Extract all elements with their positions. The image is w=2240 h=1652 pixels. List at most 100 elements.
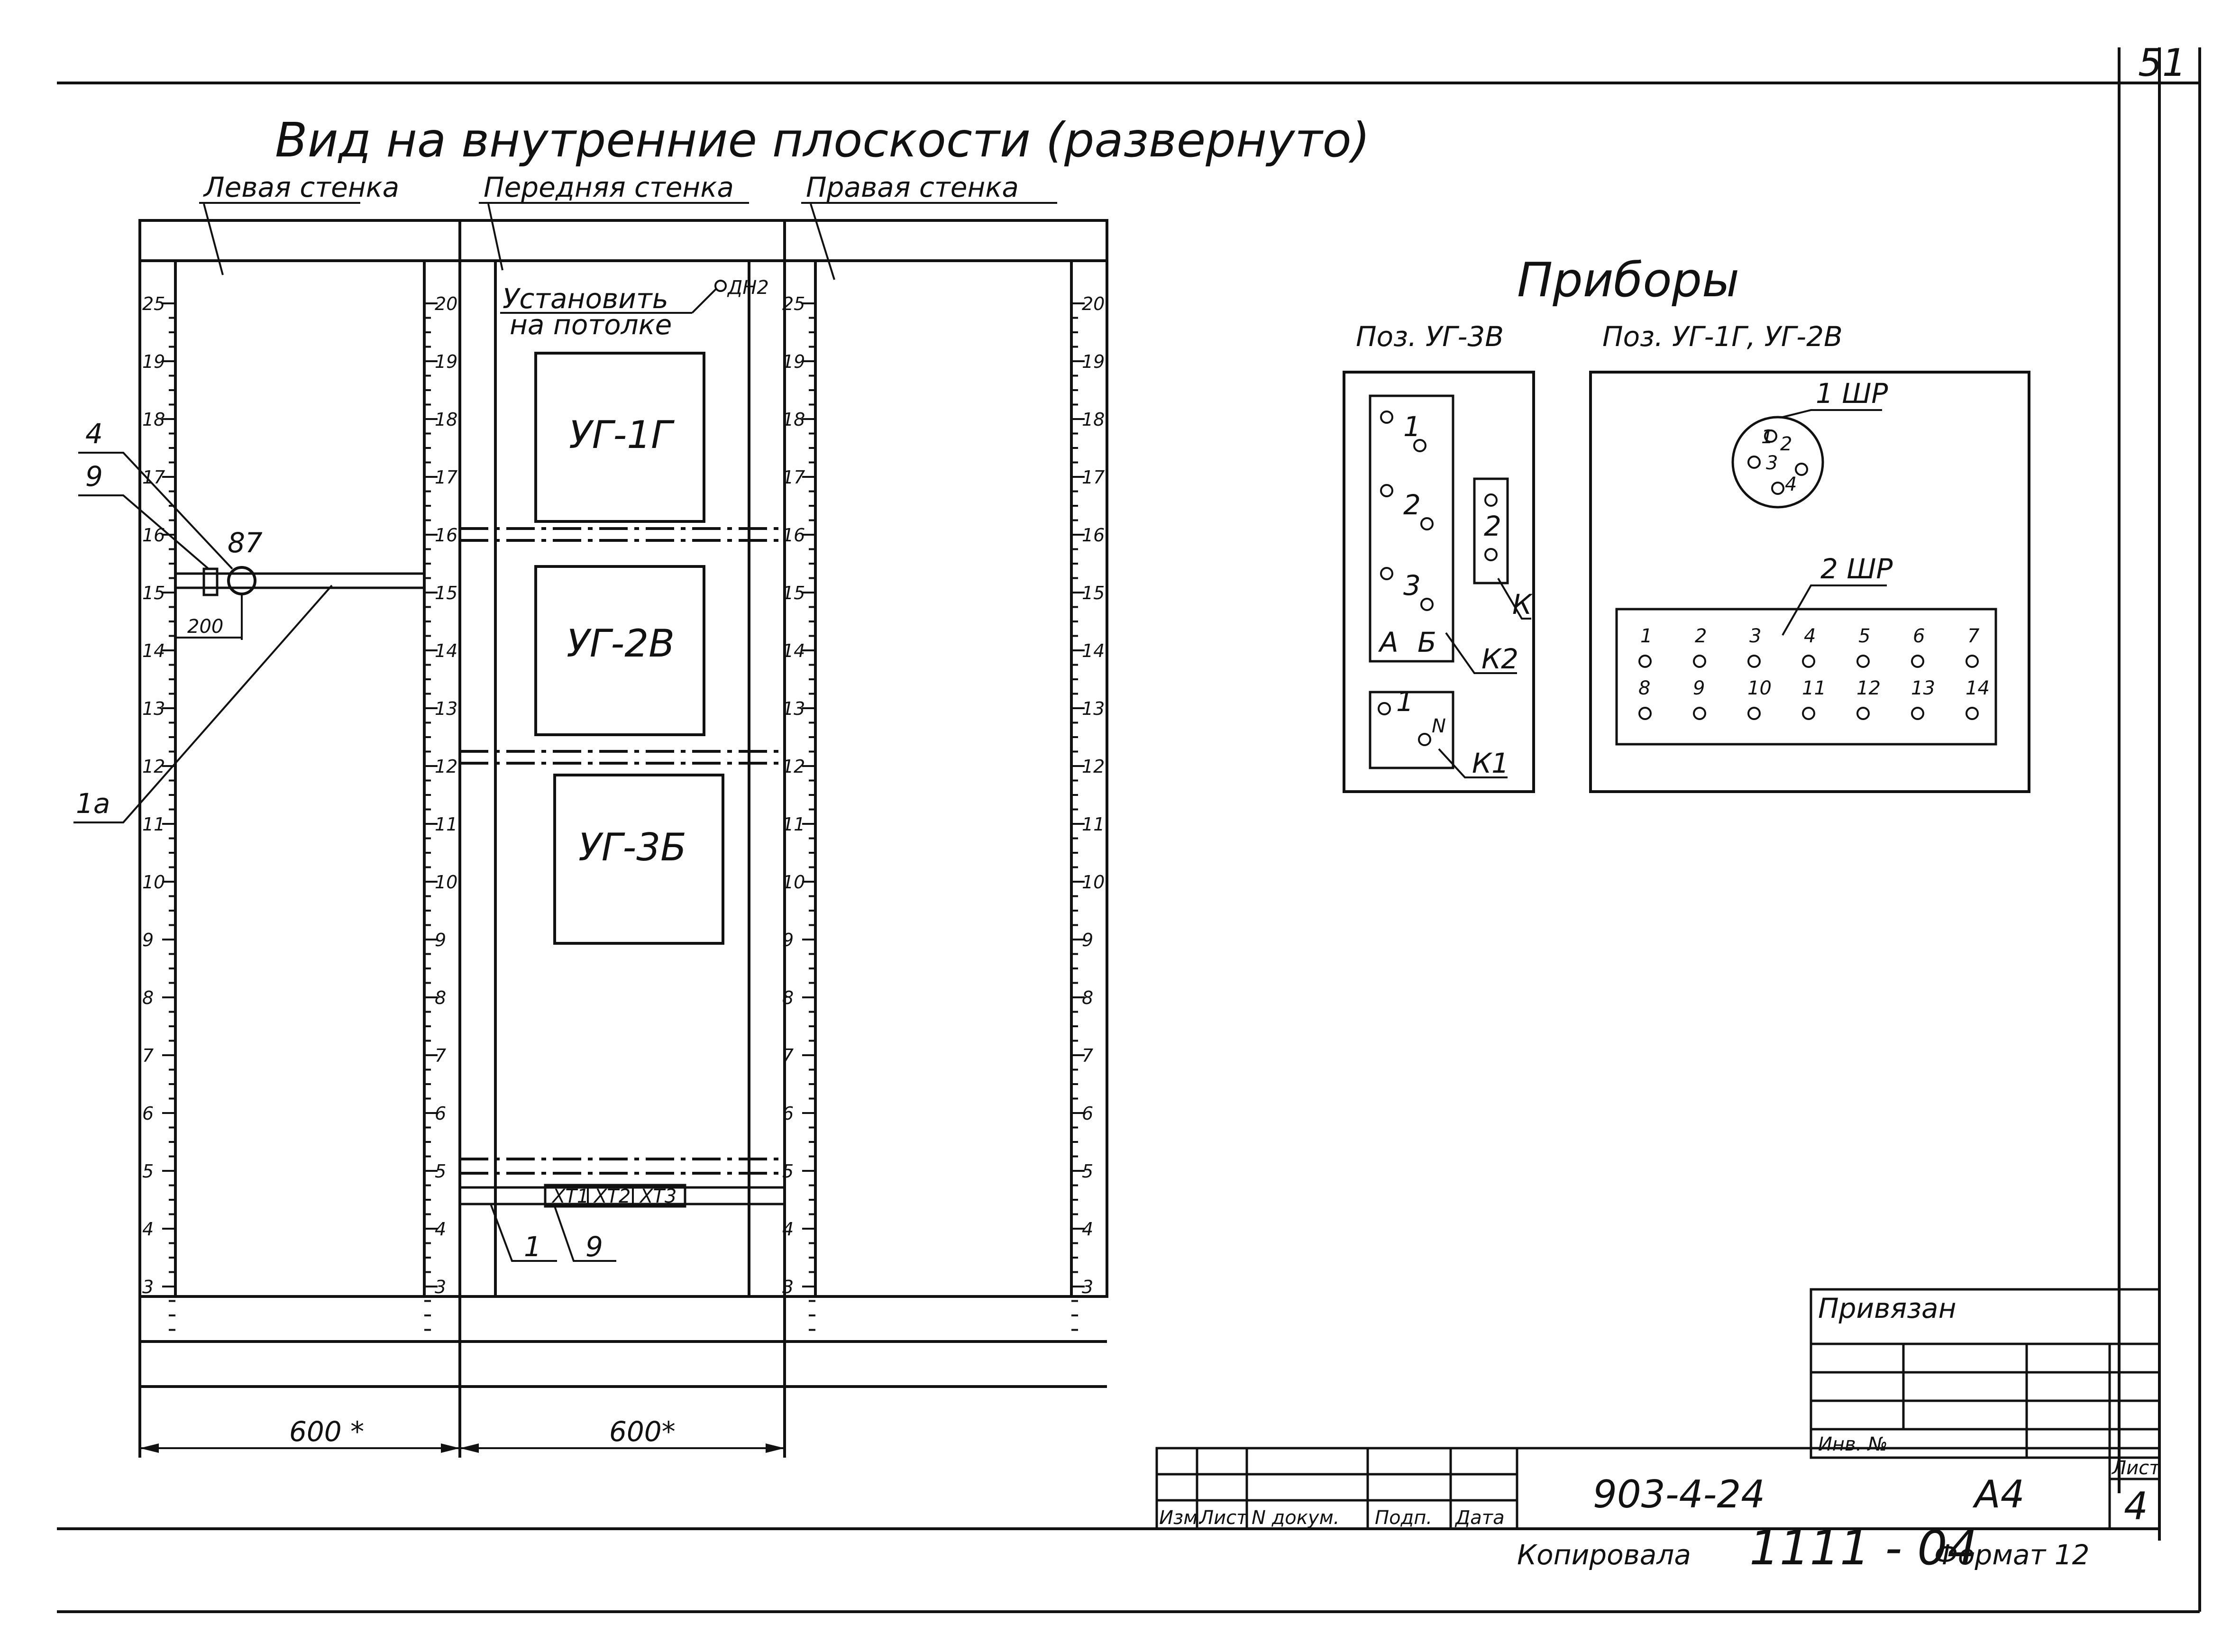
sh2-pin-label-6: 6 [1913,625,1925,647]
scale-label-2-6: 14 [782,640,805,661]
terminal-xt3: XT3 [639,1186,677,1207]
sh2-pin-12 [1856,707,1870,720]
scale-label-1-11: 9 [435,930,446,950]
callout-9: 9 [85,460,103,493]
scale-label-0-0: 25 [142,293,165,314]
sh2-pin-13 [1911,707,1924,720]
sh2-pin-label-13: 13 [1911,677,1935,699]
scale-label-3-10: 10 [1082,872,1105,893]
sh2-pin-2 [1693,655,1706,668]
scale-label-0-14: 6 [142,1103,154,1124]
stamp-list-num: 4 [2124,1484,2148,1528]
scale-label-3-14: 6 [1082,1103,1093,1124]
scale-label-1-5: 15 [435,583,457,603]
k2-num-2: 2 [1403,489,1421,521]
stamp-list-label: Лист [2111,1457,2161,1479]
wall-front-label: Передняя стенка [484,171,734,203]
scale-label-0-11: 9 [142,930,154,950]
stamp-col-podp: Подп. [1375,1507,1432,1529]
dim-600-right: 600* [609,1415,676,1448]
stamp-sheet-code: А4 [1972,1472,2025,1516]
bottom-dimensions: 600 * 600* [140,1415,785,1453]
scale-label-0-16: 4 [142,1219,154,1240]
instruments-title: Приборы [1517,252,1739,308]
dim-600-left: 600 * [289,1415,364,1448]
scale-label-1-7: 13 [435,698,457,719]
scale-label-3-4: 16 [1082,525,1105,546]
sh2-pin-label-12: 12 [1856,677,1881,699]
scale-label-3-7: 13 [1082,698,1105,719]
wall-right-label: Правая стенка [806,171,1019,203]
sh1-pin-1: 1 [1761,426,1773,448]
k1-label: К1 [1472,747,1509,779]
stamp-format: Формат 12 [1934,1539,2090,1571]
scale-label-2-0: 25 [782,293,805,314]
scale-label-2-7: 13 [782,698,805,719]
stamp-col-izm: Изм. [1159,1507,1204,1529]
scale-label-2-3: 17 [782,467,805,488]
scale-label-3-0: 20 [1082,293,1105,314]
scale-label-0-2: 18 [142,409,165,430]
scale-label-3-16: 4 [1082,1219,1093,1240]
k2-num-3: 3 [1403,569,1421,602]
scale-label-3-6: 14 [1082,640,1105,661]
scale-label-2-15: 5 [782,1161,794,1182]
callout-87: 87 [228,527,263,559]
sh2-pin-11 [1802,707,1815,720]
scale-label-1-0: 20 [435,293,457,314]
device-ug2-label: УГ-2В [567,621,675,666]
sh2-pin-14 [1966,707,1979,720]
scale-label-3-12: 8 [1082,987,1093,1008]
device-ug3-panel [1343,371,1535,793]
k2-b: Б [1417,626,1436,658]
sheet-frame [57,47,2201,1613]
wall-headers: Левая стенка Передняя стенка Правая стен… [199,171,1057,280]
scale-label-2-1: 19 [782,351,805,372]
sh2-pin-10 [1747,707,1761,720]
scale-label-2-8: 12 [782,756,805,777]
connector-2sh [1615,608,1997,746]
scale-label-3-13: 7 [1082,1045,1093,1066]
pos-b-label: Поз. УГ-1Г, УГ-2В [1602,320,1843,353]
device-ug2-box [534,565,705,736]
scale-label-0-8: 12 [142,756,165,777]
stamp-col-list: Лист [1198,1507,1248,1529]
sh2-pin-label-2: 2 [1695,625,1707,647]
dim-200: 200 [187,616,223,638]
scale-label-3-11: 9 [1082,930,1093,950]
block-k [1473,477,1509,584]
scale-label-3-1: 19 [1082,351,1105,372]
scale-label-1-14: 6 [435,1103,446,1124]
instruments-section: Приборы Поз. УГ-3В Поз. УГ-1Г, УГ-2В 1 2… [1343,252,2030,793]
scale-label-2-12: 8 [782,987,794,1008]
front-note-line1: Установить [503,283,668,315]
sh2-pin-label-1: 1 [1640,625,1652,647]
scale-label-2-11: 9 [782,930,794,950]
stamp-order-num: 1111 - 04 [1749,1520,1977,1576]
scale-label-1-6: 14 [435,640,457,661]
scale-label-0-6: 14 [142,640,165,661]
sh2-pin-label-8: 8 [1638,677,1650,699]
sh2-pin-4 [1802,655,1815,668]
stamp-col-data: Дата [1454,1507,1505,1529]
sh2-pin-9 [1693,707,1706,720]
callout-1: 1 [524,1231,541,1263]
terminal-xt2: XT2 [593,1186,631,1207]
callout-4: 4 [85,418,103,450]
scale-label-2-14: 6 [782,1103,794,1124]
sh2-label: 2 ШР [1820,553,1893,585]
scale-label-2-2: 18 [782,409,805,430]
scale-label-1-16: 4 [435,1219,446,1240]
stamp-privyazan: Привязан [1818,1292,1957,1324]
front-note-ref: ДН2 [727,277,769,299]
sh1-pin-4: 4 [1785,474,1797,495]
stamp-doc-code: 903-4-24 [1593,1472,1765,1516]
pos-a-label: Поз. УГ-3В [1356,320,1504,353]
scale-label-0-10: 10 [142,872,165,893]
wall-left-label: Левая стенка [203,171,399,203]
sh2-pin-label-3: 3 [1749,625,1761,647]
k2-a: А [1378,626,1399,658]
scale-label-2-13: 7 [782,1045,794,1066]
scale-label-2-4: 16 [782,525,805,546]
k-label: К [1512,588,1533,621]
